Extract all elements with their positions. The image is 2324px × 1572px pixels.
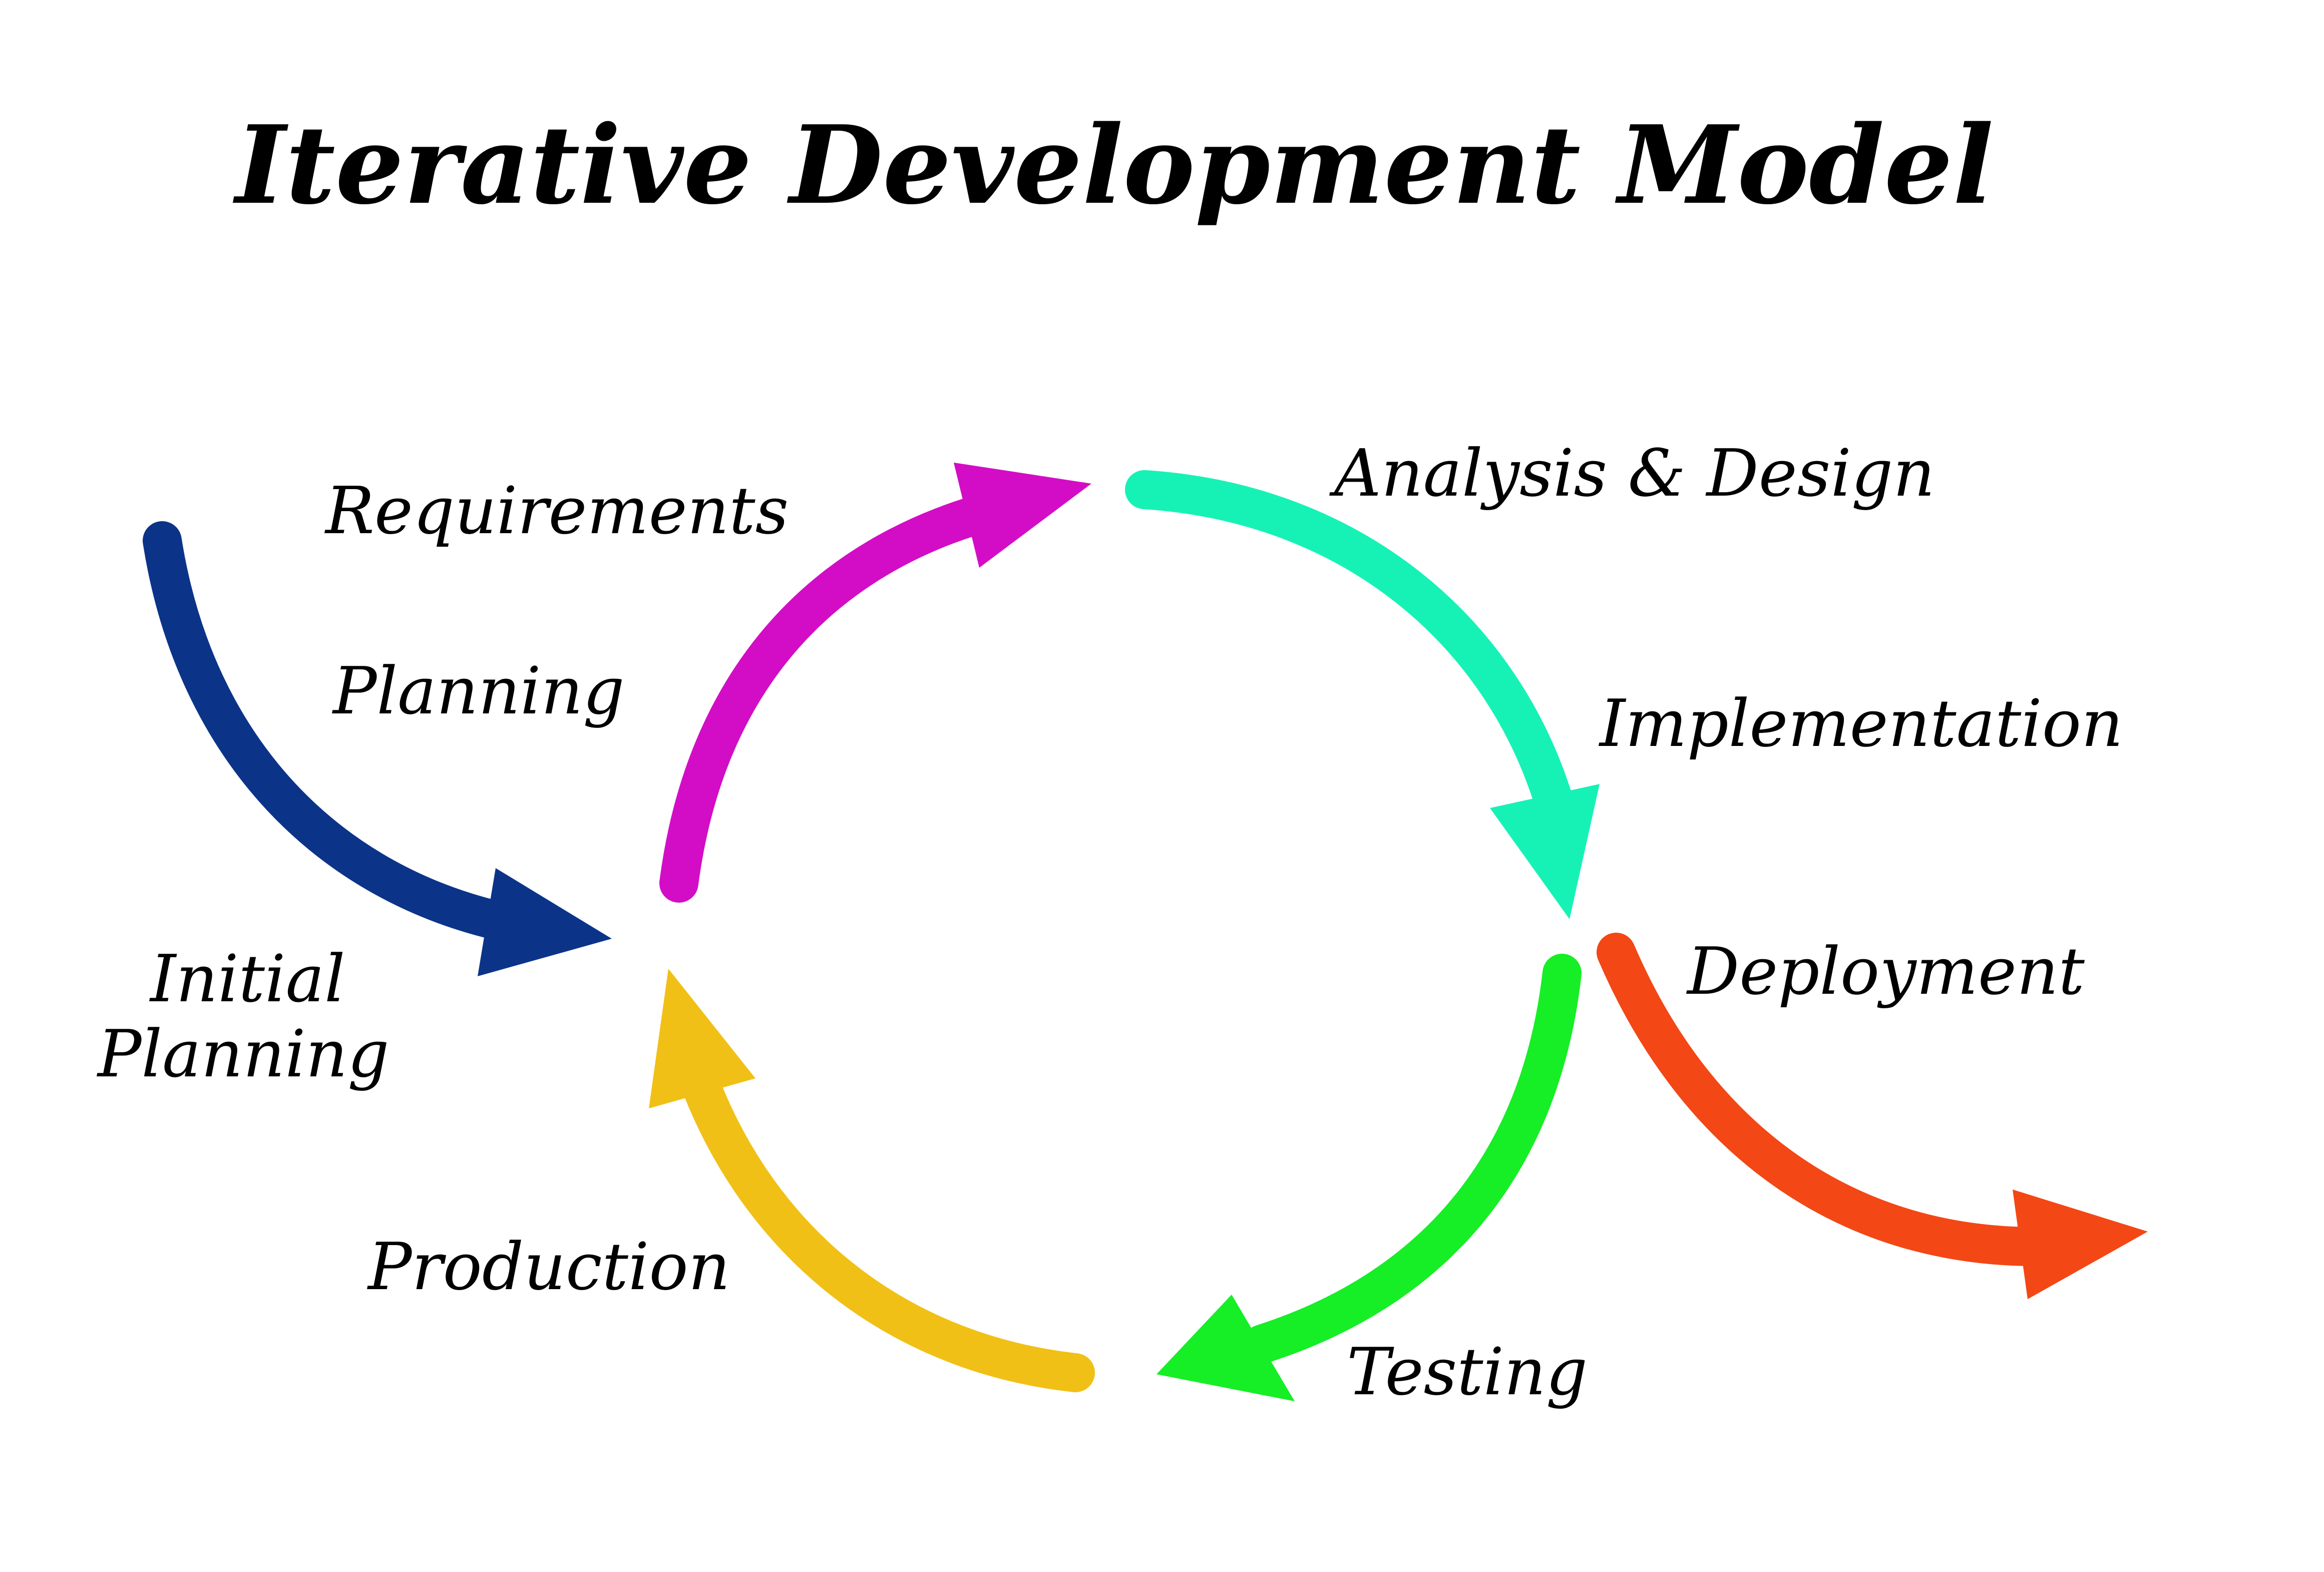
- label-analysis-design: Analysis & Design: [1329, 435, 1935, 511]
- label-planning: Planning: [332, 653, 625, 729]
- label-implementation: Implementation: [1599, 685, 2123, 761]
- testing-arrow: [1156, 954, 1582, 1401]
- label-testing: Testing: [1347, 1334, 1588, 1410]
- label-production: Production: [367, 1229, 730, 1305]
- label-initial-planning-line2: Planning: [97, 1016, 390, 1092]
- analysis-design-arrow: [1125, 470, 1600, 919]
- label-requirements: Requirements: [324, 473, 789, 549]
- label-deployment: Deployment: [1686, 933, 2085, 1009]
- requirements-arrow: [659, 463, 1091, 903]
- deployment-arrow: [1597, 933, 2148, 1299]
- initial-planning-arrow: [143, 521, 612, 976]
- label-initial-planning-line1: Initial: [149, 941, 345, 1017]
- production-arrow: [649, 969, 1095, 1392]
- diagram-title: Iterative Development Model: [232, 102, 1994, 228]
